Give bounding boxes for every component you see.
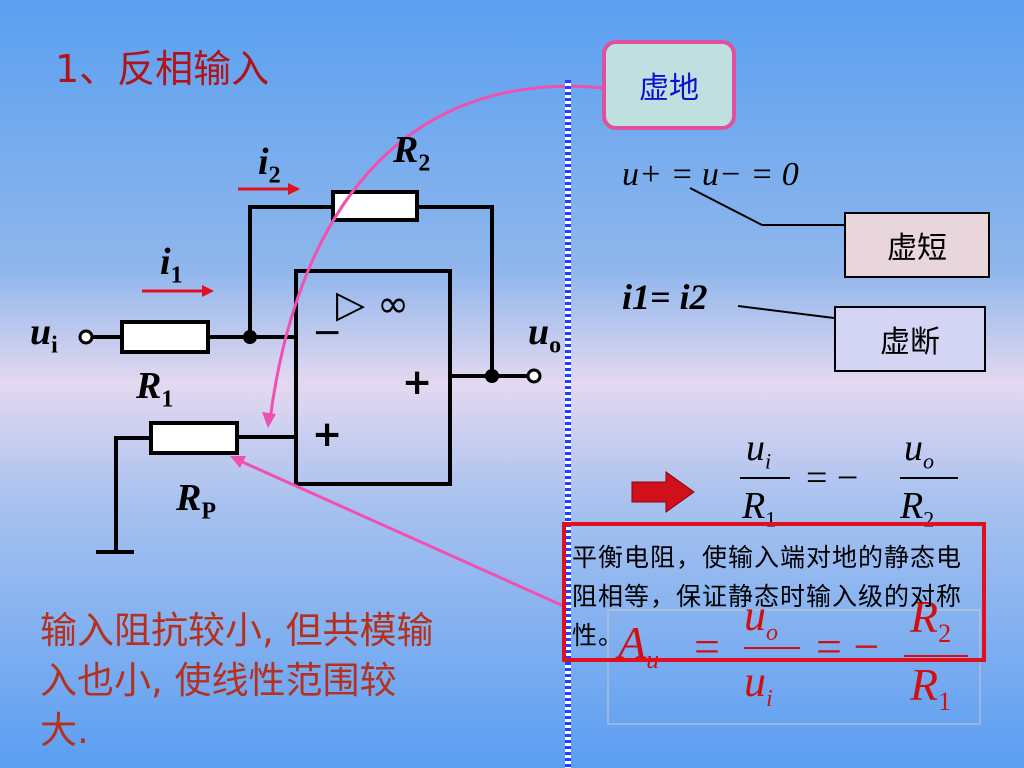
gain-denominator: ui — [744, 657, 773, 712]
resistor-r2 — [331, 190, 419, 222]
eq3-denominator-left: R1 — [742, 485, 777, 532]
page-title: 1、反相输入 — [55, 47, 270, 91]
gain-formula-frame — [607, 609, 981, 725]
label-rp: RP — [176, 477, 217, 525]
gain-equals: = — [694, 621, 720, 672]
label-r2: R2 — [393, 129, 431, 177]
gain-r1: R1 — [910, 659, 952, 717]
callout-virtual-short: 虚短 — [844, 212, 990, 278]
leader-virtual-short — [689, 187, 763, 226]
label-i1: i1 — [160, 241, 183, 289]
leader-virtual-open — [737, 305, 835, 319]
callout-virtual-ground: 虚地 — [602, 40, 736, 130]
resistor-r1 — [120, 320, 210, 354]
equation-virtual-short: u+ = u− = 0 — [622, 156, 799, 193]
label-r1: R1 — [136, 365, 174, 413]
opamp-symbol: ▷ ∞ — [336, 282, 409, 326]
eq3-numerator-left: ui — [746, 427, 772, 474]
divider-line — [565, 80, 571, 768]
resistor-rp — [149, 421, 239, 455]
callout-virtual-open: 虚断 — [834, 306, 986, 372]
eq3-denominator-right: R2 — [900, 485, 935, 532]
eq3-equals-minus: = − — [806, 457, 859, 499]
label-i2: i2 — [258, 141, 281, 189]
balance-arrow — [237, 458, 569, 610]
opamp-minus-sign: − — [312, 312, 343, 353]
virtual-ground-arrow — [268, 84, 605, 421]
opamp-plus-output-sign: + — [402, 362, 433, 403]
output-terminal — [526, 368, 542, 384]
input-terminal — [78, 329, 94, 345]
label-ui: ui — [30, 311, 58, 359]
label-uo: uo — [528, 311, 562, 359]
opamp-plus-input-sign: + — [312, 414, 343, 455]
balance-note-text: 平衡电阻，使输入端对地的静态电阻相等，保证静态时输入级的对称性。 — [572, 543, 963, 650]
junction-node-inverting — [243, 330, 257, 344]
balance-note-box — [562, 522, 986, 662]
gain-equals-minus: = − — [816, 621, 880, 672]
junction-node-output — [485, 369, 499, 383]
equation-virtual-open: i1= i2 — [622, 277, 708, 317]
bottom-note: 输入阻抗较小, 但共模输入也小, 使线性范围较大. — [40, 609, 434, 752]
gain-numerator: uo — [744, 591, 778, 646]
implication-arrow — [631, 471, 695, 513]
eq3-numerator-right: uo — [904, 427, 934, 474]
gain-r2: R2 — [910, 591, 952, 649]
